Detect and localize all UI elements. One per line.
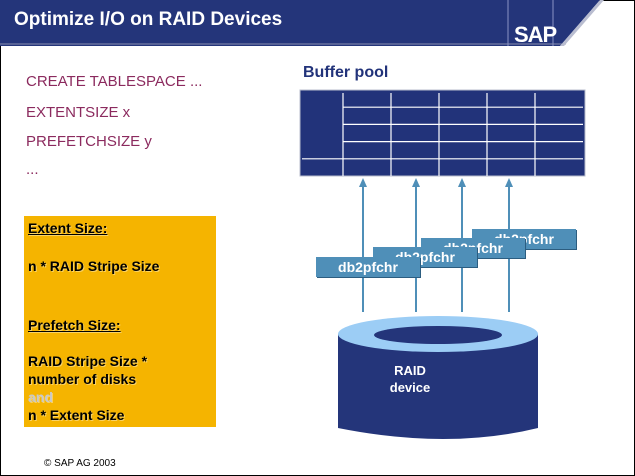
- slide-header: Optimize I/O on RAID Devices SAP: [0, 0, 635, 47]
- size-notes-box: Extent Size: n * RAID Stripe Size Prefet…: [24, 216, 216, 427]
- slide-title: Optimize I/O on RAID Devices: [14, 9, 283, 30]
- prefetch-formula-line3: n * Extent Size: [28, 407, 125, 423]
- code-line-create-tablespace: CREATE TABLESPACE ...: [26, 73, 203, 90]
- arrow-head-icon-4: [505, 178, 513, 187]
- raid-label-line1: RAID: [394, 363, 426, 378]
- prefetcher-box-1: db2pfchr: [316, 257, 420, 277]
- disk-body: [338, 334, 538, 439]
- sap-logo: SAP: [514, 22, 557, 47]
- prefetch-size-heading: Prefetch Size:: [28, 317, 121, 333]
- copyright-notice: © SAP AG 2003: [44, 458, 116, 469]
- arrow-head-icon-3: [458, 178, 466, 187]
- code-line-extentsize: EXTENTSIZE x: [26, 104, 131, 121]
- code-line-ellipsis: ...: [26, 161, 39, 178]
- disk-top-hole: [374, 326, 502, 344]
- raid-disk: [338, 316, 538, 439]
- prefetch-formula-line1: RAID Stripe Size *: [28, 353, 148, 369]
- buffer-pool-grid: [299, 89, 586, 177]
- raid-label-line2: device: [389, 380, 431, 395]
- arrow-head-icon-1: [359, 178, 367, 187]
- buffer-pool-title: Buffer pool: [303, 64, 389, 81]
- extent-size-heading: Extent Size:: [28, 220, 108, 236]
- extent-size-formula: n * RAID Stripe Size: [28, 258, 160, 274]
- buffer-pool-background: [299, 89, 586, 177]
- arrow-head-icon-2: [412, 178, 420, 187]
- prefetch-formula-line2: number of disks: [28, 371, 137, 387]
- prefetch-formula-and: and: [28, 389, 53, 405]
- code-line-prefetchsize: PREFETCHSIZE y: [26, 133, 152, 150]
- header-banner: [0, 0, 604, 46]
- raid-device-label: RAID device: [360, 362, 460, 396]
